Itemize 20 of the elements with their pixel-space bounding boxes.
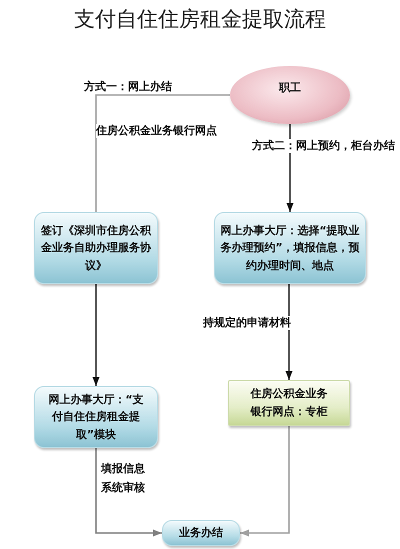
process-box xyxy=(34,212,158,284)
process-box xyxy=(214,212,366,284)
arrow xyxy=(95,448,162,536)
node-text: 业务办结 xyxy=(179,525,223,542)
node-text: 职工 xyxy=(279,80,301,96)
process-box xyxy=(34,386,158,448)
title: 支付自住住房租金提取流程 xyxy=(73,6,327,33)
process-box xyxy=(228,380,350,426)
node-text: 网上办事大厅：选择“提取业务办理预约”，填报信息，预约办理时间、地点 xyxy=(219,222,361,274)
arrow xyxy=(240,426,290,536)
node-text: 网上办事大厅：“支付自住住房租金提取”模块 xyxy=(47,392,145,443)
node-text: 签订《深圳市住房公积金业务自助办理服务协议》 xyxy=(40,222,152,274)
edge-label: 持规定的申请材料 xyxy=(203,316,291,330)
process-box xyxy=(162,520,240,546)
node-text: 住房公积金业务银行网点：专柜 xyxy=(249,386,328,420)
edge-label: 方式二：网上预约，柜台办结 xyxy=(252,139,395,154)
annotation-label: 住房公积金业务银行网点 xyxy=(96,124,217,138)
arrow xyxy=(92,284,100,386)
edge-label: 方式一：网上办结 xyxy=(84,80,172,94)
connector-line xyxy=(95,94,230,212)
